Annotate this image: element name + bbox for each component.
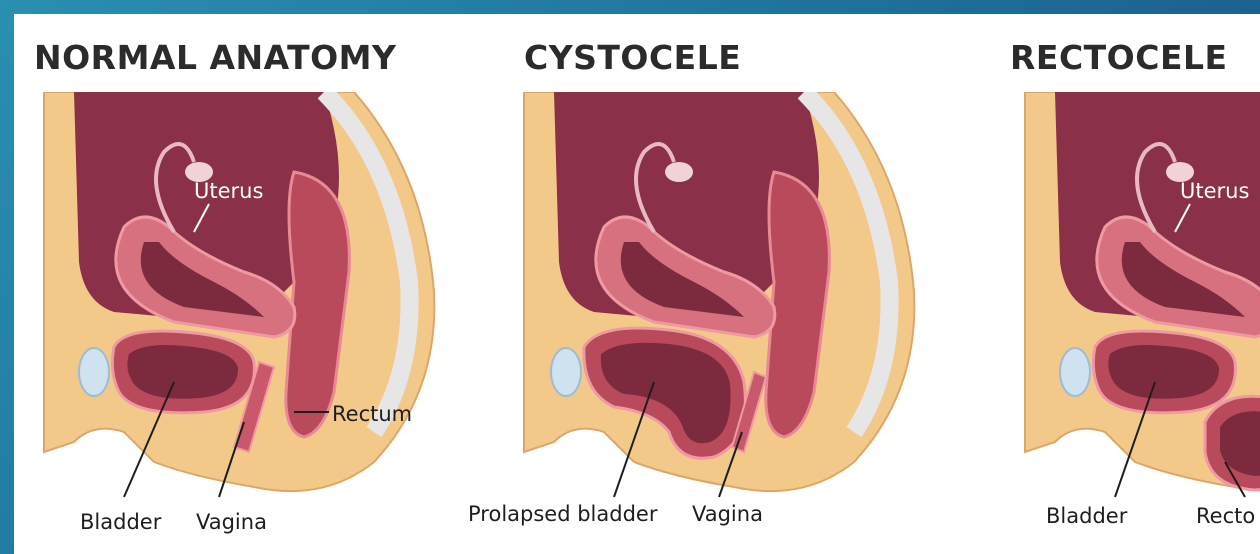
vagina-label: Vagina	[692, 502, 763, 526]
rectocele-illustration	[1005, 92, 1260, 542]
bladder-label: Bladder	[80, 510, 161, 534]
panel-cystocele: CYSTOCELE Prolapsed bladder Vagina	[454, 14, 924, 554]
bladder-label: Bladder	[1046, 504, 1127, 528]
rectum-label: Rectum	[332, 402, 412, 426]
panel-rectocele: RECTOCELE Uterus Bladder Recto	[960, 14, 1260, 554]
uterus-label: Uterus	[1180, 179, 1249, 203]
prolapsed-bladder-label: Prolapsed bladder	[468, 502, 657, 526]
panel-title: NORMAL ANATOMY	[34, 38, 396, 77]
rectum-label: Recto	[1196, 504, 1255, 528]
panel-title: CYSTOCELE	[524, 38, 741, 77]
pubic-bone	[79, 348, 109, 396]
normal-anatomy-illustration	[24, 92, 444, 542]
panel-title: RECTOCELE	[1010, 38, 1228, 77]
panel-normal-anatomy: NORMAL ANATOMY Uterus Rectum Bladder Vag…	[14, 14, 454, 554]
vagina-label: Vagina	[196, 510, 267, 534]
ovary	[665, 162, 693, 182]
cystocele-illustration	[504, 92, 934, 542]
pubic-bone	[551, 348, 581, 396]
pubic-bone	[1060, 348, 1090, 396]
uterus-label: Uterus	[194, 179, 263, 203]
